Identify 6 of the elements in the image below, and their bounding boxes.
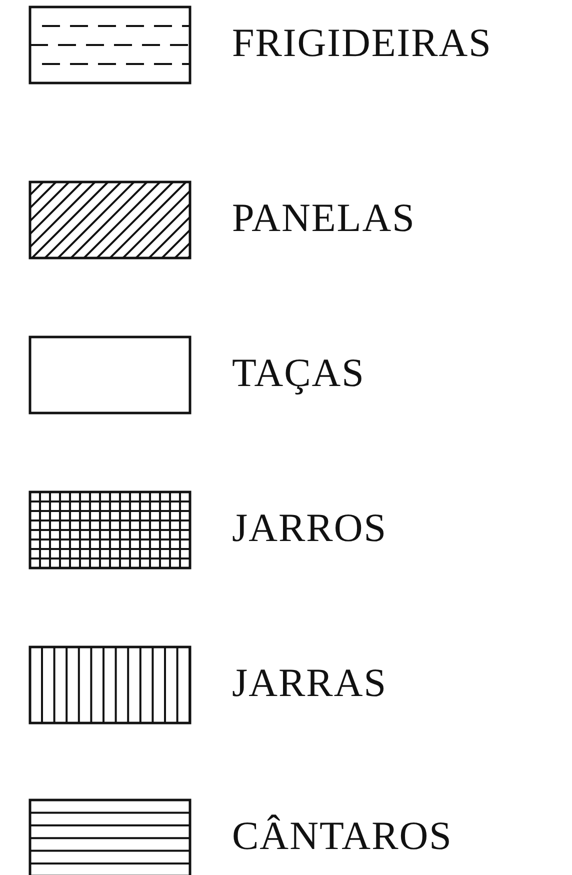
legend-label: FRIGIDEIRAS (232, 19, 492, 66)
legend-label: CÂNTAROS (232, 812, 452, 859)
legend-label: TAÇAS (232, 349, 365, 396)
legend-label: JARROS (232, 504, 387, 551)
legend-label: PANELAS (232, 194, 416, 241)
legend-label: JARRAS (232, 659, 387, 706)
